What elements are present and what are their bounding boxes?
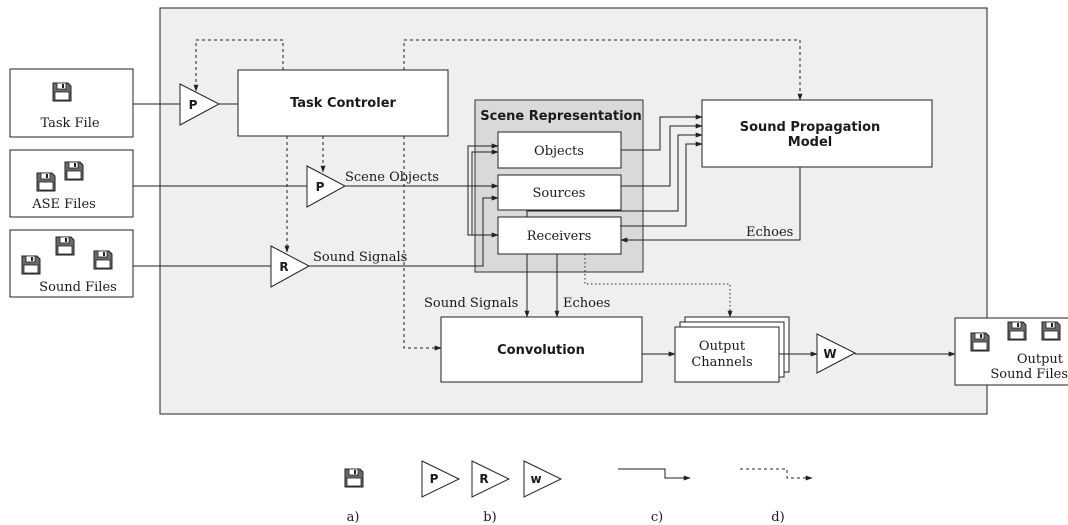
receivers-label: Receivers [527, 229, 592, 244]
sound-files-input: Sound Files [9, 229, 134, 298]
output-channels-block: Output Channels [674, 316, 790, 383]
svg-text:R: R [479, 472, 488, 486]
sound-propagation-label-1: Sound Propagation [740, 120, 881, 135]
convolution-block [440, 316, 643, 383]
sources-label: Sources [533, 186, 586, 201]
svg-text:P: P [189, 98, 198, 112]
objects-block [497, 131, 622, 169]
legend-a-label: a) [347, 510, 360, 525]
echoes-feedback-label: Echoes [746, 225, 793, 240]
convolution-label: Convolution [497, 343, 585, 358]
floppy-disk-icon [21, 255, 41, 275]
svg-text:w: w [530, 472, 541, 486]
ase-files-input: ASE Files [9, 149, 134, 218]
task-controller-label: Task Controler [290, 96, 396, 111]
dashed-control-lines [193, 39, 803, 351]
ase-files-label: ASE Files [31, 197, 96, 212]
floppy-disk-icon [93, 250, 113, 270]
svg-text:W: W [823, 347, 836, 361]
floppy-disk-icon [64, 161, 84, 181]
floppy-disk-icon [1007, 321, 1027, 341]
floppy-disk-icon [970, 332, 990, 352]
output-label-1: Output [1017, 352, 1064, 367]
floppy-disk-icon [55, 236, 75, 256]
sound-signals-down-label: Sound Signals [424, 296, 518, 311]
sound-files-label: Sound Files [39, 280, 117, 295]
legend-solid-arrow-icon [618, 468, 691, 481]
legend: a) P R w b) c) d) [344, 460, 813, 525]
legend-c-label: c) [651, 510, 663, 525]
scene-representation-title: Scene Representation [480, 109, 642, 124]
legend-triangle-p-icon [421, 460, 461, 498]
svg-text:R: R [279, 260, 288, 274]
task-file-input: Task File [9, 68, 134, 138]
output-channels-label-1: Output [699, 339, 746, 354]
svg-text:P: P [430, 472, 439, 486]
sound-signals-input-label: Sound Signals [313, 250, 407, 265]
objects-label: Objects [534, 144, 584, 159]
legend-dashed-arrow-icon [740, 468, 813, 481]
task-file-label: Task File [40, 116, 99, 131]
sound-propagation-block [701, 99, 933, 168]
svg-text:P: P [316, 180, 325, 194]
amplifier-w-output: W [816, 333, 857, 374]
echoes-down-label: Echoes [563, 296, 610, 311]
output-sound-files: Output Sound Files [954, 317, 1068, 386]
scene-objects-label: Scene Objects [345, 170, 439, 185]
legend-floppy-disk-icon [344, 468, 364, 488]
legend-b-label: b) [483, 510, 496, 525]
legend-d-label: d) [771, 510, 784, 525]
output-channels-label-2: Channels [691, 355, 752, 370]
floppy-disk-icon [36, 172, 56, 192]
floppy-disk-icon [1041, 321, 1061, 341]
solid-connectors [133, 103, 956, 357]
legend-triangle-r-icon [471, 460, 511, 498]
task-controller-block [237, 69, 449, 137]
sound-propagation-label-2: Model [788, 135, 832, 150]
output-label-2: Sound Files [990, 367, 1068, 382]
legend-triangle-w-icon [523, 460, 563, 498]
floppy-disk-icon [52, 82, 72, 102]
